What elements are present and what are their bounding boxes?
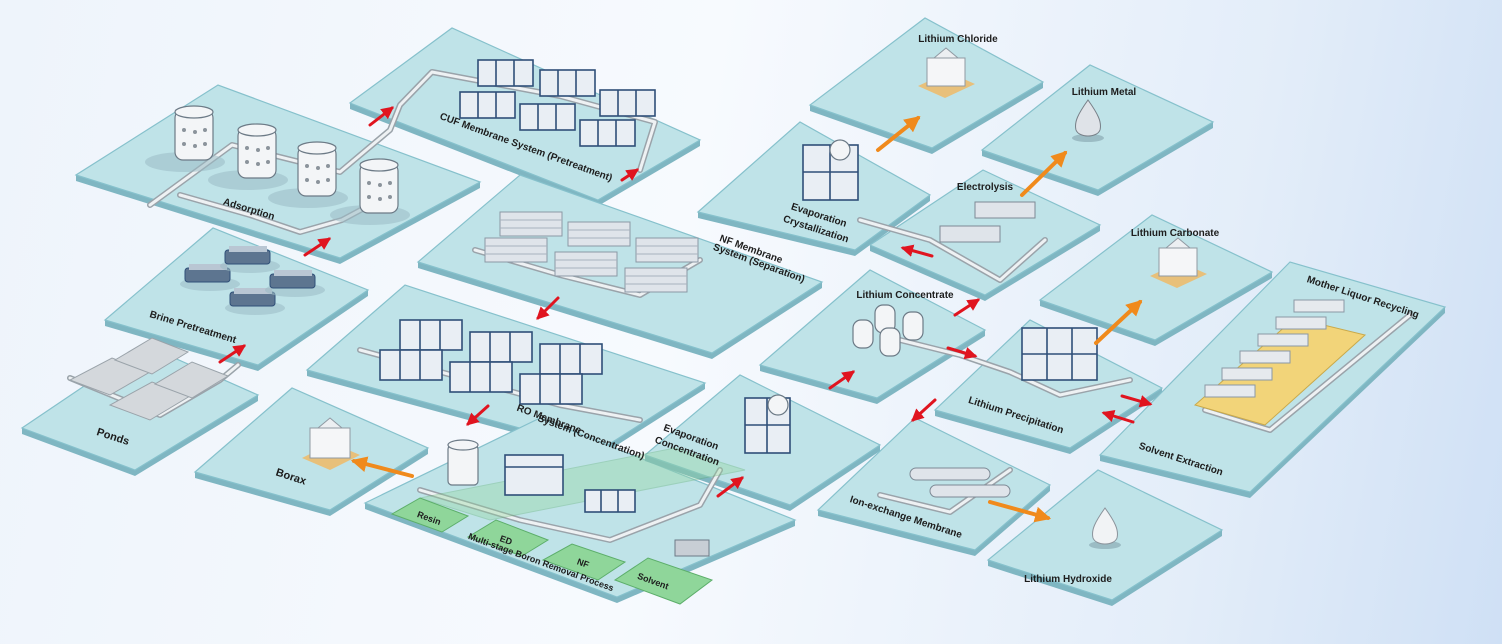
brine-pretreatment-units xyxy=(180,246,325,315)
arrow-cuf-to-nf xyxy=(620,168,640,182)
lithium-metal-drop-icon xyxy=(1072,99,1104,142)
arrow-to-lithium-hydroxide xyxy=(988,500,1052,523)
evaporation-concentration-unit xyxy=(744,394,791,454)
label-lithium-metal: Lithium Metal xyxy=(1072,87,1137,98)
arrow-boron-to-evap-conc xyxy=(716,476,745,498)
arrow-precipitation-to-solvent xyxy=(1120,394,1153,408)
label-lithium-hydroxide: Lithium Hydroxide xyxy=(1024,574,1112,585)
arrow-electrolysis-to-crystallization xyxy=(900,244,934,258)
process-flow-arrows xyxy=(218,106,1153,498)
arrow-ponds-to-brine xyxy=(218,344,247,364)
arrow-evap-conc-to-concentrate xyxy=(828,370,856,390)
arrow-ro-to-boron xyxy=(466,404,490,426)
arrow-adsorption-to-cuf xyxy=(368,106,394,127)
arrow-nf-to-ro xyxy=(536,296,560,320)
label-boron-nf: NF xyxy=(576,556,591,570)
ion-exchange-units xyxy=(909,467,1011,498)
lithium-precipitation-unit xyxy=(1021,327,1098,381)
borax-tote-icon xyxy=(302,417,360,470)
mother-liquor-racks xyxy=(1193,299,1367,426)
arrow-to-borax xyxy=(350,456,414,478)
nf-membrane-modules xyxy=(484,211,699,293)
lithium-chloride-tote-icon xyxy=(918,47,975,98)
product-flow-arrows xyxy=(350,116,1143,523)
label-electrolysis: Electrolysis xyxy=(957,182,1014,193)
arrow-to-lithium-carbonate xyxy=(1094,299,1143,345)
label-boron-ed: ED xyxy=(498,533,514,547)
arrow-concentrate-to-ion-exchange xyxy=(911,398,937,422)
label-lithium-carbonate: Lithium Carbonate xyxy=(1131,228,1220,239)
evaporation-crystallization-unit xyxy=(802,139,859,201)
cuf-membrane-frames xyxy=(459,59,656,147)
ponds-basins xyxy=(68,337,230,421)
ro-membrane-frames xyxy=(379,319,603,405)
arrow-to-lithium-metal xyxy=(1020,150,1068,197)
lithium-concentrate-tanks xyxy=(852,304,924,357)
boron-subplatforms xyxy=(390,447,746,605)
arrow-brine-to-adsorption xyxy=(303,237,332,257)
lithium-hydroxide-drop-icon xyxy=(1089,507,1121,549)
label-lithium-chloride: Lithium Chloride xyxy=(918,34,998,45)
electrolysis-cells xyxy=(939,201,1036,243)
arrow-solvent-to-precipitation xyxy=(1101,409,1135,424)
adsorption-columns xyxy=(145,105,410,225)
arrow-concentrate-to-precipitation xyxy=(946,346,978,360)
lithium-carbonate-tote-icon xyxy=(1150,237,1207,288)
ion-exchange-platform xyxy=(816,417,1052,556)
boron-equipment xyxy=(447,439,710,557)
arrow-concentrate-to-electrolysis xyxy=(953,298,981,317)
label-lithium-concentrate: Lithium Concentrate xyxy=(856,290,954,301)
arrow-to-lithium-chloride xyxy=(876,116,921,152)
